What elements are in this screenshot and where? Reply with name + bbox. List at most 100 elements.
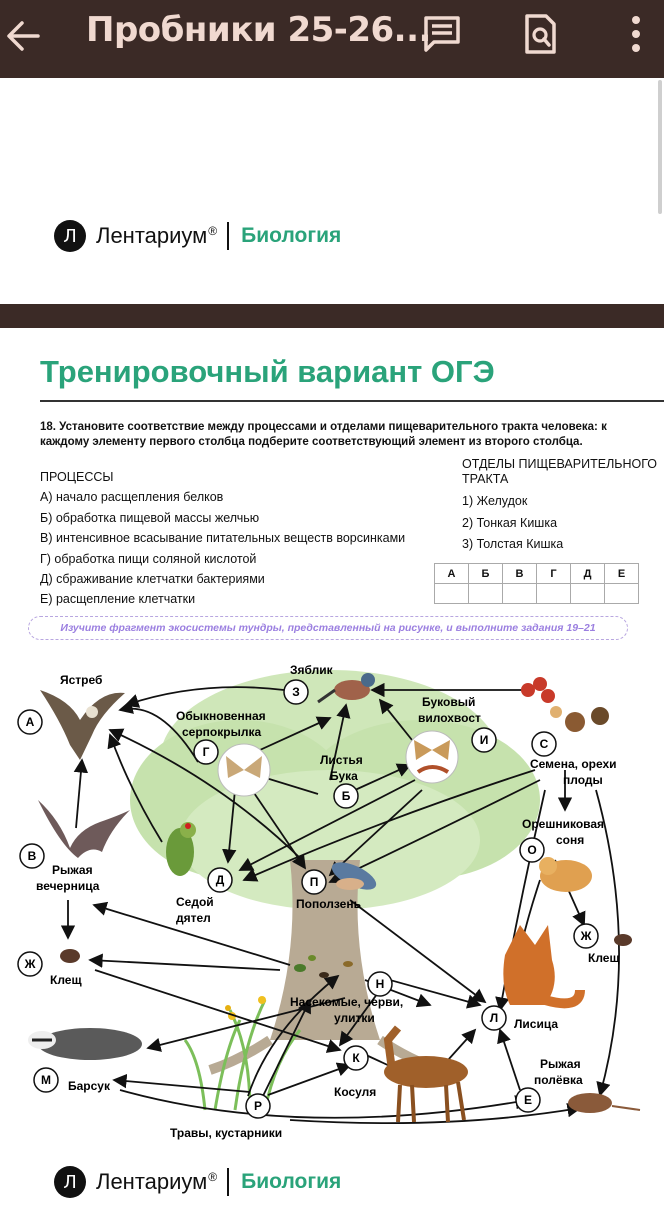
seeds-nuts-illustration (521, 677, 609, 732)
svg-text:Буковый: Буковый (422, 695, 475, 709)
finch-illustration (317, 673, 375, 704)
more-vert-icon[interactable] (614, 12, 658, 56)
food-web-labels: А Ястреб З Зяблик Г Обыкновенная серпокр… (17, 663, 620, 1140)
svg-text:Обыкновенная: Обыкновенная (176, 709, 266, 723)
svg-text:Зяблик: Зяблик (290, 663, 334, 677)
brand-divider (227, 222, 230, 250)
answer-table: А Б В Г Д Е (434, 563, 639, 604)
svg-text:О: О (527, 843, 536, 857)
svg-text:И: И (480, 733, 489, 747)
back-arrow-icon[interactable] (2, 14, 46, 58)
svg-text:Поползень: Поползень (296, 897, 361, 911)
answer-input-cell[interactable] (434, 583, 469, 604)
brand-subject: Биология (241, 1170, 342, 1193)
nuthatch-illustration (331, 862, 377, 890)
answer-header-cell: Г (536, 563, 571, 584)
svg-text:Листья: Листья (320, 753, 363, 767)
node-vole: Е Рыжая полёвка (515, 1057, 583, 1113)
badger-illustration (28, 1028, 142, 1060)
ecosystem-instruction: Изучите фрагмент экосистемы тундры, пред… (28, 616, 628, 640)
svg-text:Р: Р (254, 1099, 262, 1113)
hawk-illustration (40, 690, 125, 760)
node-hawk: А Ястреб (17, 673, 102, 735)
answer-header-cell: А (434, 563, 469, 584)
node-grass: Р Травы, кустарники (170, 1093, 282, 1140)
process-item: Д) сбраживание клетчатки бактериями (40, 571, 265, 586)
node-moth: Г Обыкновенная серпокрылка (176, 709, 266, 765)
answer-input-cell[interactable] (468, 583, 503, 604)
node-nuthatch: П Поползень (296, 869, 361, 911)
svg-text:Е: Е (524, 1093, 532, 1107)
svg-text:Н: Н (376, 977, 385, 991)
section-item: 2) Тонкая Кишка (462, 515, 558, 530)
svg-text:С: С (540, 737, 549, 751)
processes-header: ПРОЦЕССЫ (40, 470, 114, 484)
svg-text:В: В (28, 849, 37, 863)
svg-text:Ж: Ж (580, 929, 592, 943)
svg-text:Л: Л (490, 1011, 498, 1025)
svg-text:плоды: плоды (563, 773, 603, 787)
process-item: Е) расщепление клетчатки (40, 592, 196, 607)
svg-text:Орешниковая: Орешниковая (522, 817, 604, 831)
page-separator (0, 304, 664, 328)
node-caterpillar: И Буковый вилохвост (418, 695, 497, 753)
brand-logo: Л (54, 220, 86, 252)
answer-input-cell[interactable] (536, 583, 571, 604)
svg-text:Г: Г (203, 745, 210, 759)
node-tick-left: Ж Клещ (17, 951, 82, 987)
svg-text:соня: соня (556, 833, 584, 847)
scrollbar-thumb[interactable] (658, 80, 662, 214)
process-item: Б) обработка пищевой массы желчью (40, 510, 260, 525)
brand-logo: Л (54, 1166, 86, 1198)
svg-text:Лисица: Лисица (514, 1017, 558, 1031)
node-woodpecker: Д Седой дятел (176, 867, 233, 925)
svg-text:дятел: дятел (176, 911, 211, 925)
answer-input-cell[interactable] (604, 583, 639, 604)
process-item: Г) обработка пищи соляной кислотой (40, 551, 257, 566)
woodpecker-illustration (166, 822, 196, 876)
svg-text:Седой: Седой (176, 895, 214, 909)
svg-text:Семена, орехи: Семена, орехи (530, 757, 617, 771)
brand-divider (227, 1168, 230, 1196)
brand-name: Лентариум® (96, 223, 218, 248)
svg-text:Косуля: Косуля (334, 1085, 376, 1099)
node-insects: Н Насекомые, черви, улитки (290, 971, 403, 1025)
svg-text:М: М (41, 1073, 51, 1087)
document-search-icon[interactable] (518, 12, 562, 56)
page-title: Тренировочный вариант ОГЭ (40, 354, 495, 389)
node-bat: В Рыжая вечерница (19, 843, 100, 893)
answer-header-cell: Е (604, 563, 639, 584)
brand-subject: Биология (241, 224, 342, 247)
svg-text:полёвка: полёвка (534, 1073, 583, 1087)
svg-text:Рыжая: Рыжая (52, 863, 93, 877)
node-seeds: С Семена, орехи плоды (530, 731, 617, 787)
svg-text:Бука: Бука (330, 769, 358, 783)
comment-icon[interactable] (420, 12, 464, 56)
caterpillar-illustration (405, 730, 459, 784)
svg-text:Рыжая: Рыжая (540, 1057, 581, 1071)
fox-illustration (503, 925, 585, 1009)
node-roe-deer: К Косуля (334, 1045, 376, 1099)
dormouse-illustration (539, 857, 592, 892)
svg-text:Травы, кустарники: Травы, кустарники (170, 1126, 282, 1140)
svg-text:К: К (352, 1051, 360, 1065)
svg-text:вилохвост: вилохвост (418, 711, 481, 725)
vole-illustration (568, 1093, 641, 1113)
svg-text:Барсук: Барсук (68, 1079, 111, 1093)
brand-footer-page1: Л Лентариум® Биология (54, 220, 341, 252)
answer-header-cell: Д (570, 563, 605, 584)
node-fox: Л Лисица (481, 1005, 558, 1031)
processes-column: ПРОЦЕССЫ А) начало расщепления белков Б)… (40, 470, 405, 613)
answer-input-cell[interactable] (502, 583, 537, 604)
answer-input-cell[interactable] (570, 583, 605, 604)
node-dormouse: О Орешниковая соня (519, 817, 604, 863)
svg-text:вечерница: вечерница (36, 879, 100, 893)
svg-text:улитки: улитки (334, 1011, 375, 1025)
document-title: Пробники 25-26... (86, 10, 431, 50)
svg-text:Ж: Ж (24, 957, 36, 971)
svg-text:Д: Д (216, 873, 225, 887)
app-bar: Пробники 25-26... (0, 0, 664, 78)
node-finch: З Зяблик (283, 663, 334, 705)
svg-text:серпокрылка: серпокрылка (182, 725, 261, 739)
insects-illustration (294, 955, 353, 978)
